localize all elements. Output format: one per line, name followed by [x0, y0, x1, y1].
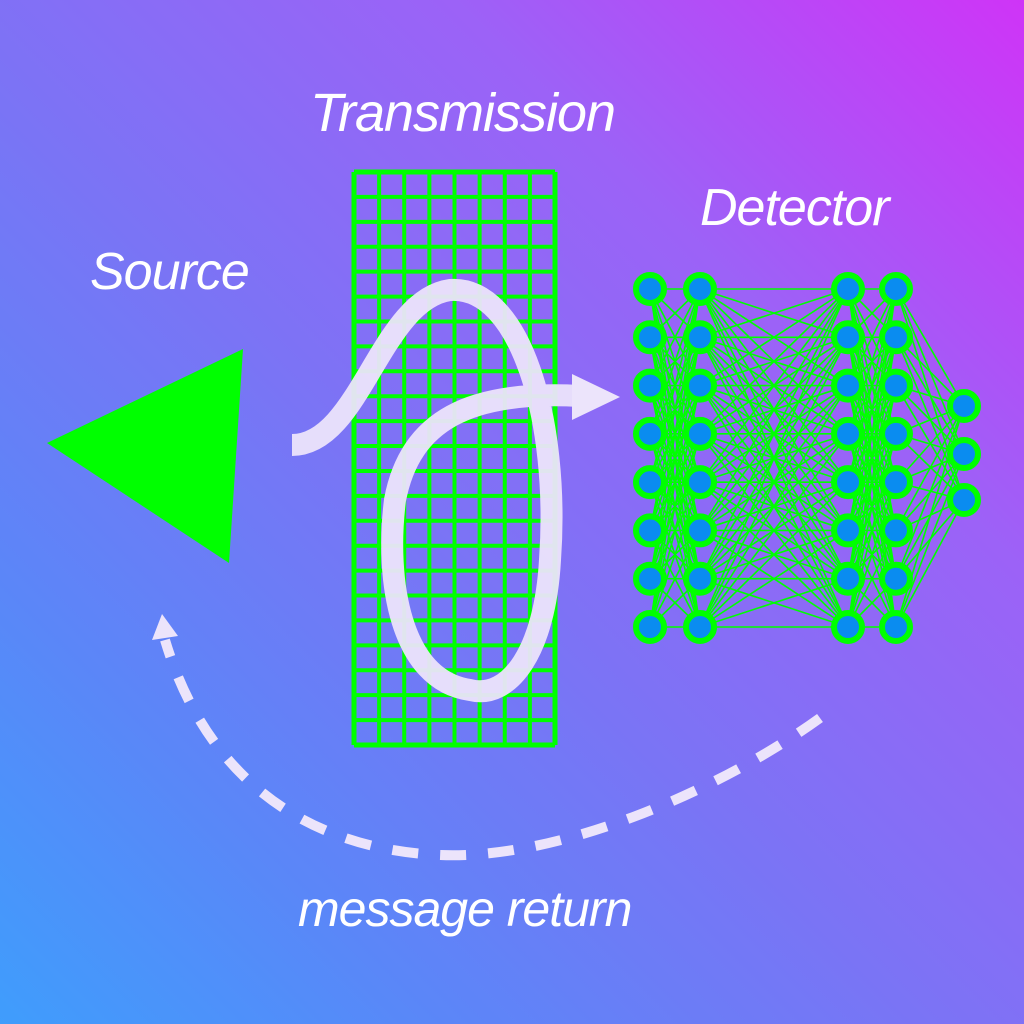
network-node [633, 513, 667, 548]
network-edge [699, 288, 849, 628]
network-node [633, 416, 667, 451]
network-edge [699, 433, 849, 628]
network-edge [699, 481, 849, 628]
return-arrowhead [152, 614, 178, 640]
network-node [947, 389, 981, 423]
network-node [683, 416, 717, 451]
network-edge [847, 530, 897, 628]
network-edge [895, 499, 965, 628]
network-edge [847, 288, 897, 386]
network-node [879, 513, 913, 548]
network-edge [847, 481, 897, 628]
network-node [683, 513, 717, 548]
network-node [633, 610, 667, 644]
network-edge [699, 288, 849, 580]
network-node [831, 513, 865, 548]
signal-arrowhead [572, 374, 620, 420]
network-edge [649, 530, 701, 628]
message-return-label: message return [298, 881, 632, 937]
network-node [683, 610, 717, 644]
network-node [633, 465, 667, 500]
network-node [947, 483, 981, 517]
signal-path [290, 278, 581, 703]
network-edge [649, 288, 701, 435]
network-edge [895, 288, 965, 407]
network-edge [699, 288, 849, 339]
network-edge [699, 385, 849, 628]
network-node [879, 320, 913, 355]
network-node [633, 320, 667, 355]
detector-network-nodes [633, 272, 981, 644]
network-edge [699, 288, 849, 387]
network-edge [699, 288, 849, 483]
network-edge [895, 405, 965, 531]
network-node [683, 272, 717, 306]
network-node [683, 320, 717, 355]
return-arrow-path [160, 638, 823, 861]
network-node [683, 561, 717, 596]
network-edge [847, 288, 897, 435]
network-node [633, 272, 667, 306]
network-edge [895, 405, 965, 483]
network-node [831, 610, 865, 644]
network-edge [699, 336, 849, 628]
network-edge [895, 405, 965, 580]
network-edge [847, 288, 897, 483]
network-node [879, 561, 913, 596]
network-edge [649, 433, 701, 628]
network-node [831, 368, 865, 403]
network-node [879, 465, 913, 500]
network-edge [649, 288, 701, 386]
transmission-grid [351, 169, 558, 748]
source-triangle [47, 349, 243, 563]
network-node [879, 416, 913, 451]
network-edge [649, 288, 701, 483]
network-node [633, 561, 667, 596]
network-node [879, 368, 913, 403]
network-edge [895, 336, 965, 501]
network-edge [847, 433, 897, 628]
network-edge [699, 577, 849, 628]
network-node [683, 368, 717, 403]
network-edge [895, 453, 965, 628]
detector-network-edges [649, 288, 965, 628]
network-node [879, 610, 913, 644]
network-node [683, 465, 717, 500]
network-edge [699, 288, 849, 531]
network-node [831, 465, 865, 500]
network-edge [699, 288, 849, 435]
network-edge [649, 481, 701, 628]
network-node [831, 416, 865, 451]
detector-label: Detector [700, 179, 890, 237]
network-node [831, 320, 865, 355]
source-label: Source [90, 243, 250, 301]
transmission-label: Transmission [310, 83, 616, 143]
network-node [831, 561, 865, 596]
network-node [831, 272, 865, 306]
network-node [879, 272, 913, 306]
network-node [947, 437, 981, 471]
network-edge [699, 529, 849, 628]
network-node [633, 368, 667, 403]
